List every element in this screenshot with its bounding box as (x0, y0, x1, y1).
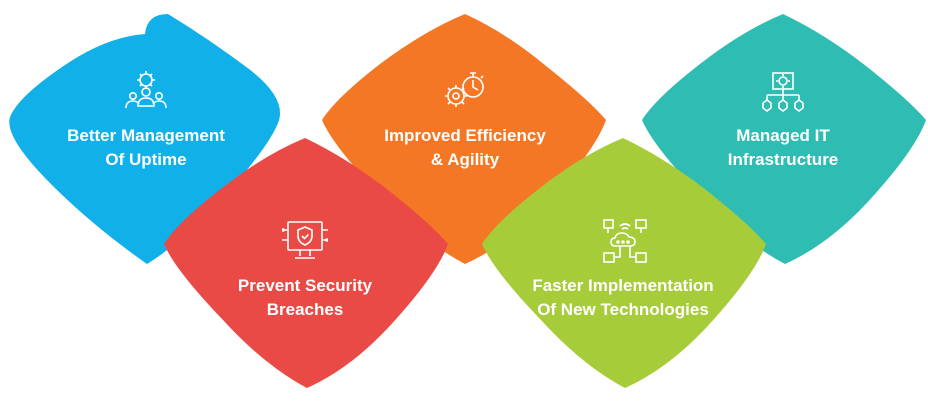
shield-monitor-icon (282, 221, 328, 259)
tile-label-efficiency-line2: & Agility (430, 150, 500, 169)
tile-label-uptime-line2: Of Uptime (105, 150, 187, 169)
gears-stopwatch-icon (445, 72, 484, 107)
tile-label-infra-line1: Managed IT (736, 126, 830, 145)
tile-label-newtech: Faster Implementation Of New Technologie… (513, 274, 733, 322)
tile-label-infra-line2: Infrastructure (727, 150, 839, 169)
cloud-network-icon (603, 219, 647, 263)
tile-label-efficiency-line1: Improved Efficiency (384, 126, 546, 145)
tile-label-infra: Managed IT Infrastructure (673, 124, 893, 172)
tile-label-newtech-line2: Of New Technologies (537, 300, 709, 319)
tile-label-newtech-line1: Faster Implementation (532, 276, 714, 295)
gear-network-icon (762, 72, 804, 112)
tile-label-uptime-line1: Better Management (67, 126, 225, 145)
tile-label-uptime: Better Management Of Uptime (36, 124, 256, 172)
tile-label-efficiency: Improved Efficiency & Agility (355, 124, 575, 172)
tile-label-security-line2: Breaches (266, 300, 344, 319)
tile-label-security: Prevent Security Breaches (195, 274, 415, 322)
tile-shape-newtech (482, 138, 766, 388)
tile-shape-security (164, 138, 448, 388)
tile-label-security-line1: Prevent Security (237, 276, 373, 295)
team-gear-icon (125, 71, 167, 109)
